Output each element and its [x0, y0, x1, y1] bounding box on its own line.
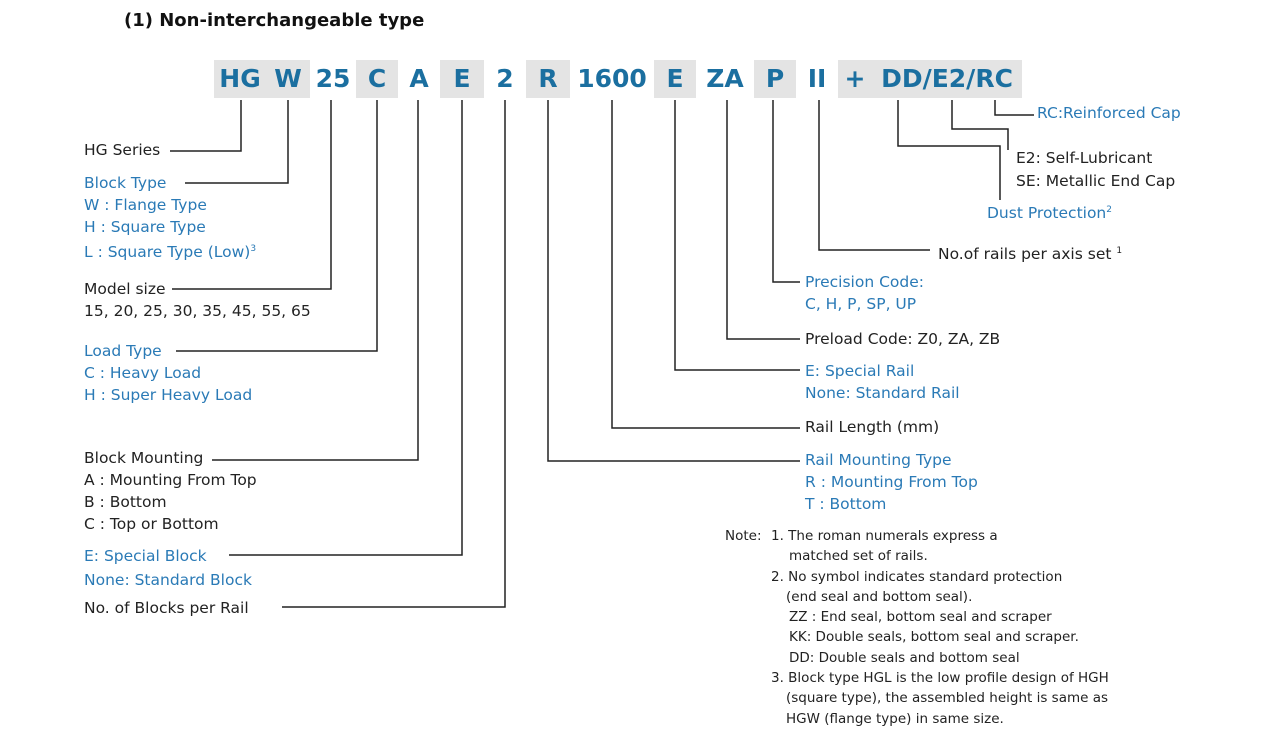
code-block-type: W [266, 60, 310, 98]
footnote-ref: 1 [1116, 246, 1123, 256]
code-special-block: E [440, 60, 484, 98]
special-rail-item: None: Standard Rail [805, 384, 960, 402]
special-rail-item: E: Special Rail [805, 362, 915, 380]
code-dust-protection: DD/E2/RC [872, 60, 1022, 98]
label-rail-length: Rail Length (mm) [805, 418, 940, 436]
note-line: 3. Block type HGL is the low profile des… [771, 670, 1109, 687]
block-type-title: Block Type [84, 174, 167, 192]
notes-label: Note: [725, 528, 762, 544]
footnote-ref: 2 [1106, 205, 1112, 215]
code-series: HG [214, 60, 266, 98]
rail-mounting-title: Rail Mounting Type [805, 451, 952, 469]
note-line: ZZ : End seal, bottom seal and scraper [789, 609, 1052, 626]
block-type-item: H : Square Type [84, 218, 206, 236]
label-blocks-per-rail: No. of Blocks per Rail [84, 599, 249, 617]
load-type-item: C : Heavy Load [84, 364, 202, 382]
note-line: (square type), the assembled height is s… [786, 690, 1109, 707]
load-type-group: Load Type C : Heavy Load H : Super Heavy… [84, 340, 252, 406]
code-plus: + [838, 60, 872, 98]
code-block-mounting: A [409, 64, 429, 93]
code-rail-mounting: R [526, 60, 570, 98]
code-rail-length: 1600 [577, 64, 647, 93]
model-size-title: Model size [84, 280, 166, 298]
special-rail-group: E: Special Rail None: Standard Rail [805, 360, 960, 404]
block-mounting-title: Block Mounting [84, 449, 204, 467]
section-title: (1) Non-interchangeable type [124, 10, 425, 31]
special-block-item: None: Standard Block [84, 571, 252, 589]
code-blocks-per-rail: 2 [496, 64, 514, 93]
code-preload: ZA [706, 64, 744, 93]
note-line: 1. The roman numerals express a [771, 528, 998, 544]
precision-title: Precision Code: [805, 273, 924, 291]
model-size-group: Model size 15, 20, 25, 30, 35, 45, 55, 6… [84, 278, 311, 322]
special-block-group: E: Special Block None: Standard Block [84, 544, 252, 592]
label-hg-series: HG Series [84, 141, 161, 159]
block-mounting-item: B : Bottom [84, 493, 167, 511]
rail-mounting-item: R : Mounting From Top [805, 473, 978, 491]
block-mounting-item: A : Mounting From Top [84, 471, 257, 489]
block-mounting-item: C : Top or Bottom [84, 515, 219, 533]
load-type-item: H : Super Heavy Load [84, 386, 253, 404]
footnote-ref: 3 [250, 244, 257, 254]
notes-list: 1. The roman numerals express a matched … [771, 526, 1109, 729]
note-line: matched set of rails. [789, 548, 928, 565]
special-block-item: E: Special Block [84, 547, 207, 565]
note-line: (end seal and bottom seal). [786, 588, 973, 605]
block-type-item-low: L : Square Type (Low)3 [84, 243, 257, 262]
block-type-item: W : Flange Type [84, 196, 207, 214]
note-line: DD: Double seals and bottom seal [789, 649, 1020, 666]
precision-group: Precision Code: C, H, P, SP, UP [805, 271, 924, 315]
note-line: KK: Double seals, bottom seal and scrape… [789, 629, 1079, 646]
code-model-size: 25 [315, 64, 351, 93]
label-preload-code: Preload Code: Z0, ZA, ZB [805, 330, 1001, 348]
rail-mounting-group: Rail Mounting Type R : Mounting From Top… [805, 449, 978, 515]
label-reinforced-cap: RC:Reinforced Cap [1037, 104, 1181, 122]
note-line: 2. No symbol indicates standard protecti… [771, 568, 1063, 585]
rail-mounting-item: T : Bottom [805, 495, 887, 513]
code-rails-per-axis: II [807, 64, 827, 93]
label-self-lubricant: E2: Self-Lubricant [1016, 149, 1153, 167]
label-dust-protection: Dust Protection2 [987, 204, 1112, 223]
load-type-title: Load Type [84, 342, 162, 360]
label-rails-per-axis: No.of rails per axis set 1 [938, 245, 1123, 264]
code-load-type: C [356, 60, 398, 98]
model-size-values: 15, 20, 25, 30, 35, 45, 55, 65 [84, 302, 311, 320]
label-metallic-end-cap: SE: Metallic End Cap [1016, 172, 1176, 190]
precision-values: C, H, P, SP, UP [805, 295, 917, 313]
code-precision: P [754, 60, 796, 98]
block-mounting-group: Block Mounting A : Mounting From Top B :… [84, 447, 257, 535]
code-special-rail: E [654, 60, 696, 98]
note-line: HGW (flange type) in same size. [786, 710, 1004, 727]
block-type-group: Block Type W : Flange Type H : Square Ty… [84, 172, 256, 263]
